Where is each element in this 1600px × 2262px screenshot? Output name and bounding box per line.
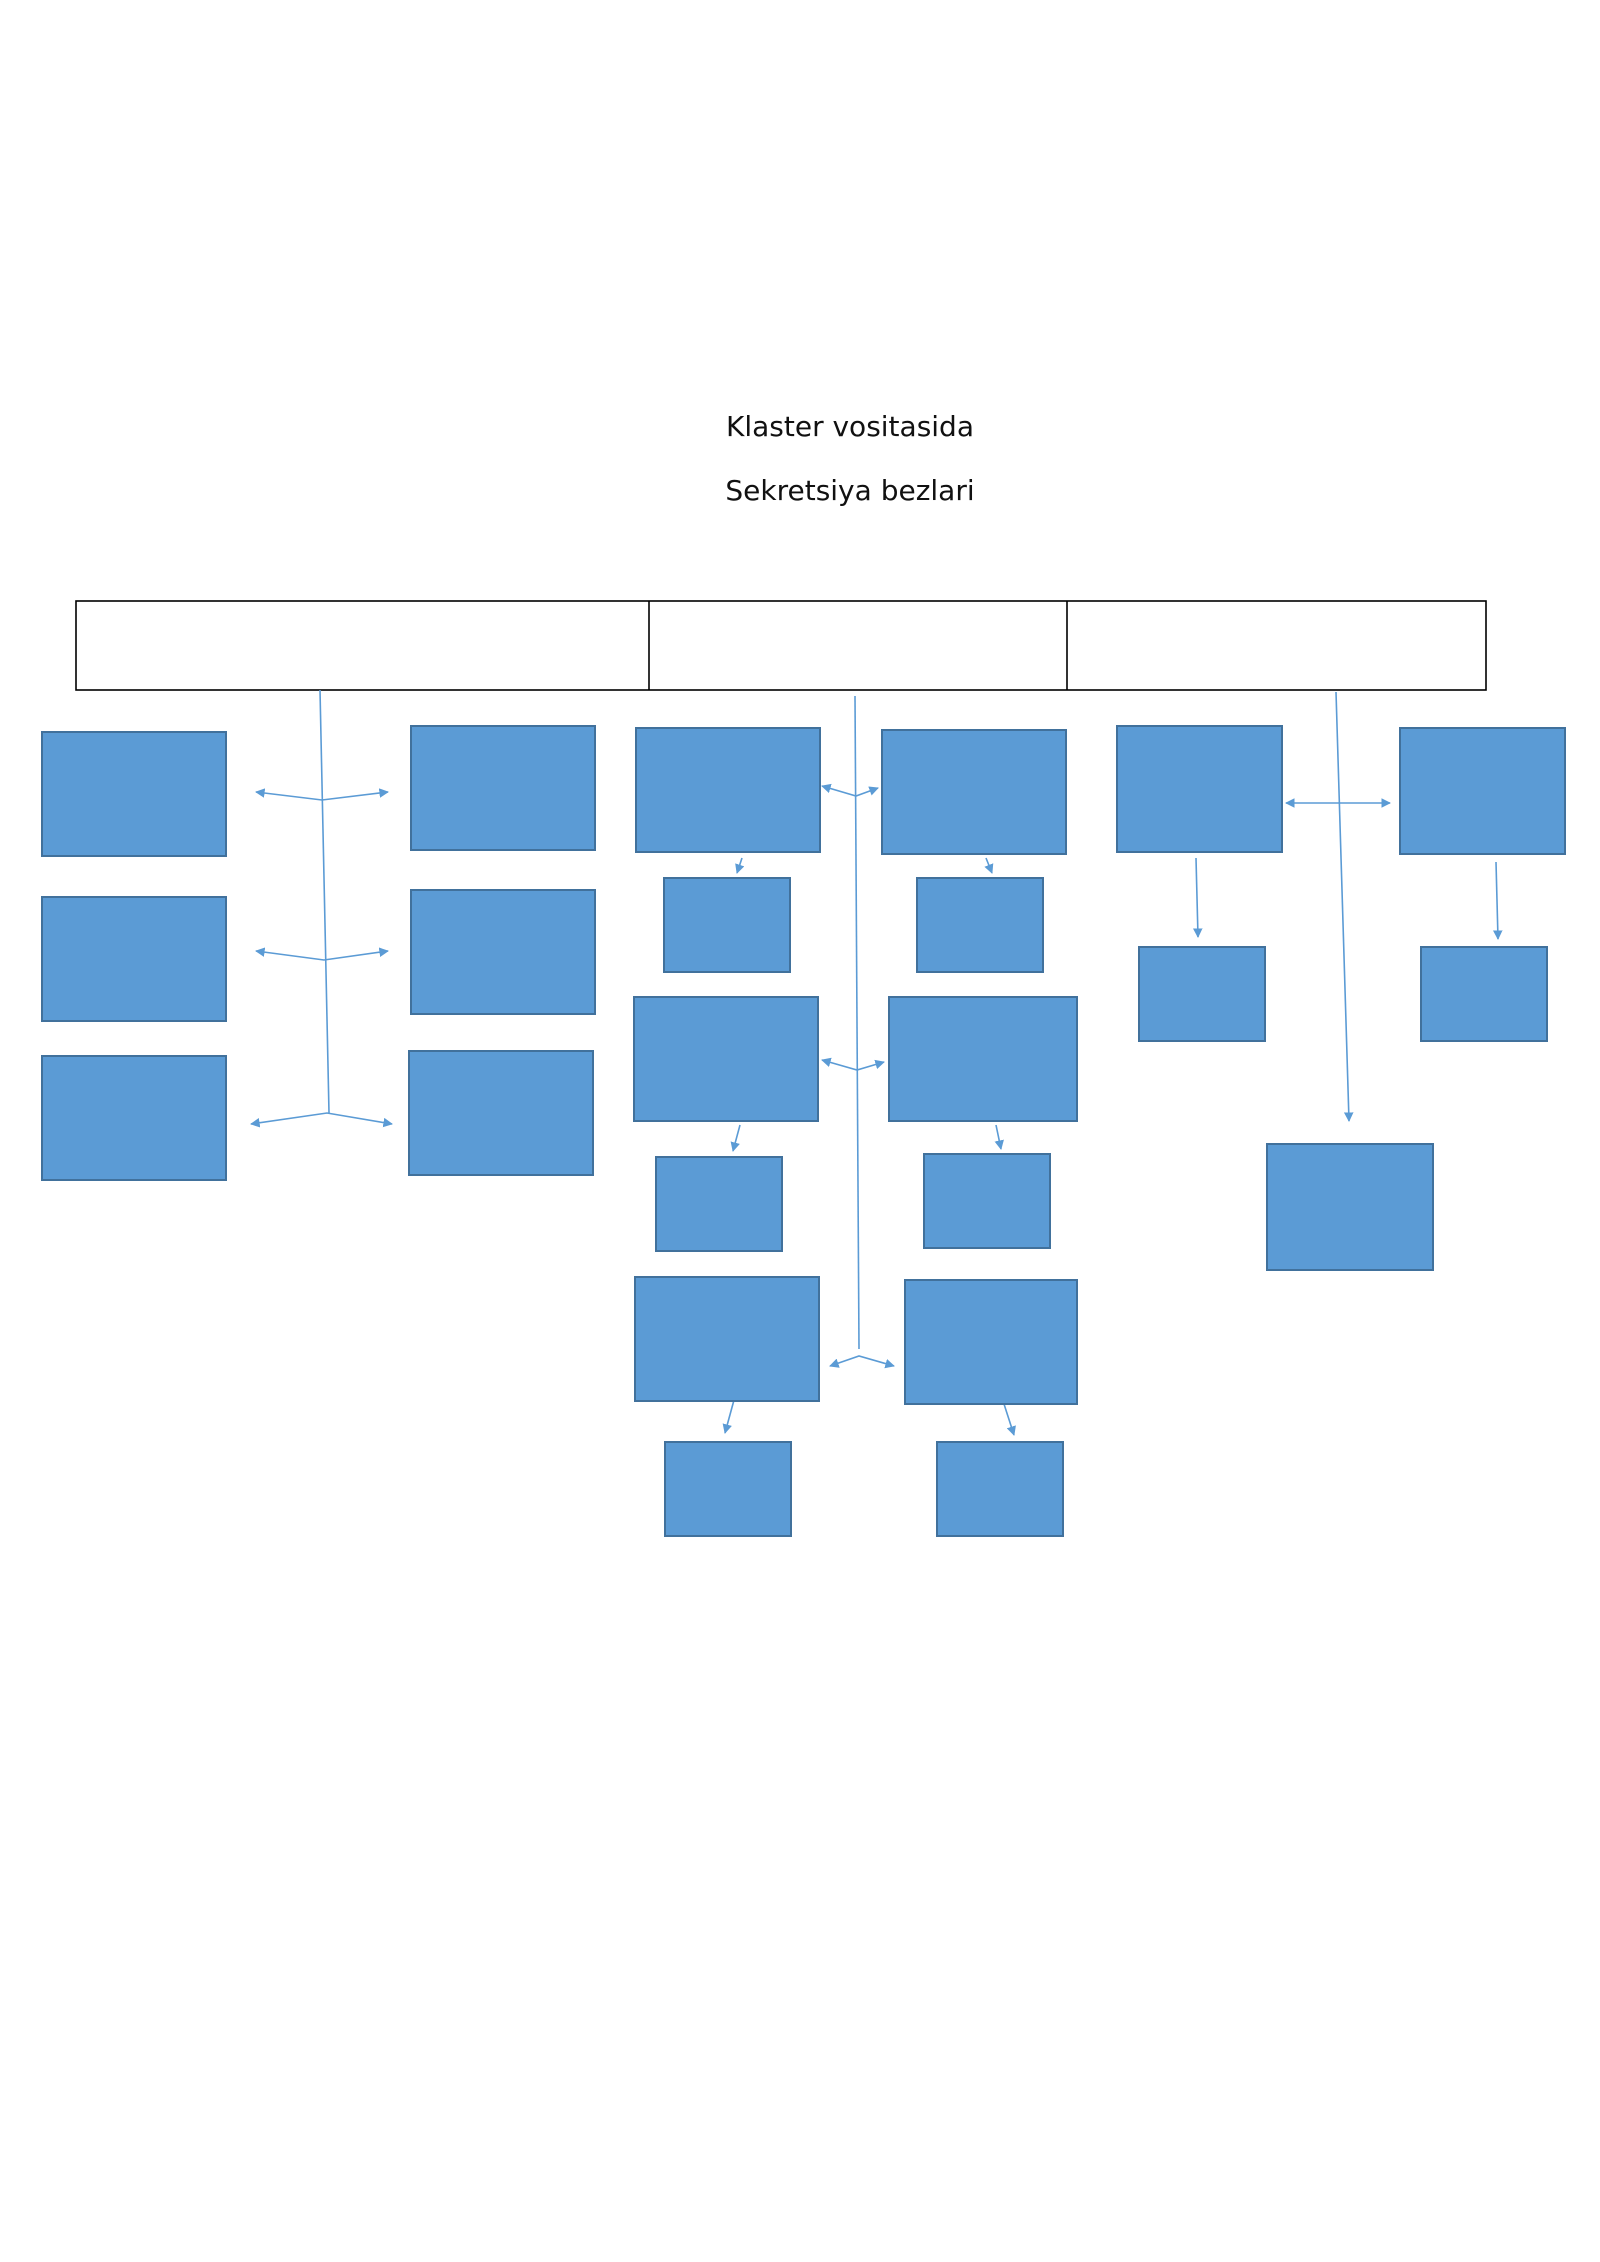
cluster-box	[1116, 725, 1283, 853]
cluster-box-small	[916, 877, 1044, 973]
down-arrow	[994, 1124, 1004, 1150]
cluster-box	[41, 731, 227, 857]
cluster-box-small	[663, 877, 791, 973]
trunk-line-left	[319, 689, 330, 1114]
cluster-box	[881, 729, 1067, 855]
down-arrow	[1492, 861, 1503, 940]
cluster-box	[410, 889, 596, 1015]
header-table-frame	[75, 600, 1487, 691]
down-arrow	[730, 1124, 741, 1152]
down-arrow	[984, 857, 994, 874]
trunk-line-right	[1335, 691, 1354, 1122]
bidirectional-connector	[821, 783, 879, 797]
bidirectional-connector	[255, 788, 389, 801]
down-arrow	[735, 857, 745, 874]
cluster-box	[41, 1055, 227, 1181]
cluster-box	[1399, 727, 1566, 855]
cluster-box	[408, 1050, 594, 1176]
cluster-box	[635, 727, 821, 853]
bidirectional-connector	[250, 1112, 393, 1128]
cluster-box	[410, 725, 596, 851]
down-arrow	[722, 1399, 735, 1434]
cluster-box	[633, 996, 819, 1122]
cluster-box	[888, 996, 1078, 1122]
cluster-box-small	[664, 1441, 792, 1537]
cluster-box	[41, 896, 227, 1022]
down-arrow	[1003, 1403, 1016, 1436]
cluster-box	[904, 1279, 1078, 1405]
header-table	[75, 600, 1487, 691]
cluster-box-small	[1420, 946, 1548, 1042]
title-line-1: Klaster vositasida	[725, 410, 974, 443]
cluster-box	[634, 1276, 820, 1402]
bidirectional-connector	[821, 1057, 885, 1071]
cluster-box-small	[923, 1153, 1051, 1249]
cluster-box	[1266, 1143, 1434, 1271]
trunk-line-middle	[854, 695, 860, 1350]
title-line-2: Sekretsiya bezlari	[725, 474, 975, 507]
down-arrow	[1192, 857, 1203, 938]
cluster-box-small	[655, 1156, 783, 1252]
cluster-box-small	[1138, 946, 1266, 1042]
bidirectional-connector	[829, 1355, 895, 1369]
bidirectional-connector	[255, 947, 389, 961]
cluster-box-small	[936, 1441, 1064, 1537]
